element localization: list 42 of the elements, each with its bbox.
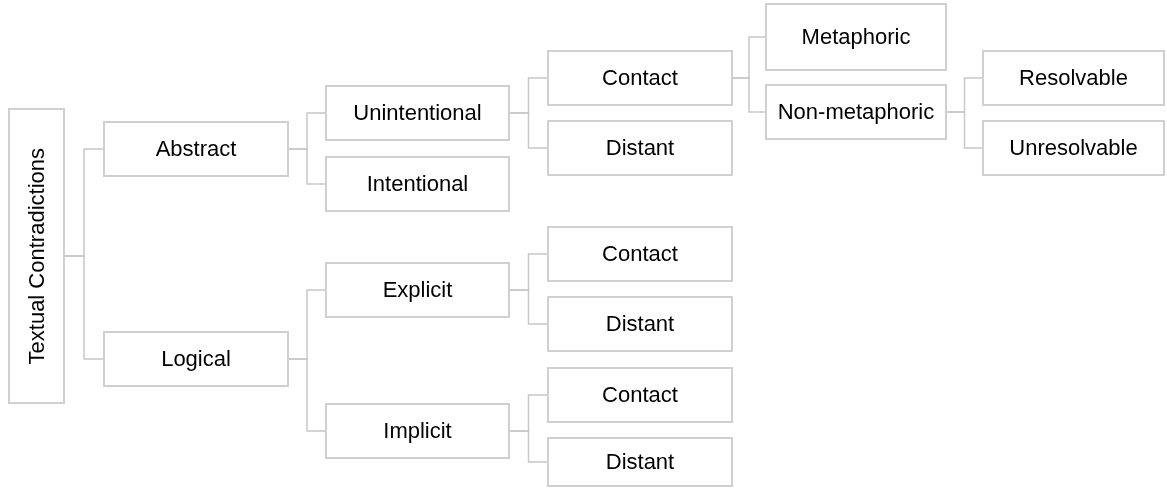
category-box	[547, 120, 733, 176]
category-box	[325, 262, 510, 318]
category-box	[325, 85, 510, 141]
category-box	[547, 50, 733, 106]
category-label: Distant	[605, 311, 675, 337]
category-box	[103, 121, 289, 177]
category-label: Intentional	[366, 171, 469, 197]
category-label: Distant	[605, 135, 675, 161]
category-label: Implicit	[383, 418, 452, 444]
category-label: Unresolvable	[1009, 135, 1138, 161]
category-label: Abstract	[155, 136, 237, 162]
category-box	[325, 156, 510, 212]
category-label: Textual Contradictions	[23, 147, 50, 365]
category-label: Contact	[602, 241, 678, 267]
category-box	[547, 367, 733, 423]
category-box	[765, 84, 947, 140]
category-box	[547, 437, 733, 487]
category-label: Explicit	[382, 277, 453, 303]
connector-line	[509, 430, 548, 463]
connector-line	[509, 289, 548, 325]
category-label: Contact	[602, 65, 678, 91]
category-label: Distant	[605, 449, 675, 475]
category-box	[765, 3, 947, 71]
category-label: Contact	[602, 382, 678, 408]
category-box	[325, 403, 510, 459]
category-label: Resolvable	[1019, 65, 1128, 91]
category-box	[982, 50, 1165, 106]
connector-line	[946, 111, 983, 149]
category-box	[103, 331, 289, 387]
category-label: Metaphoric	[801, 24, 911, 50]
category-box	[547, 296, 733, 352]
category-box	[982, 120, 1165, 176]
connector-line	[64, 255, 104, 360]
connector-line	[288, 358, 326, 432]
category-label: Non-metaphoric	[777, 99, 935, 125]
category-label: Logical	[161, 346, 231, 372]
category-box	[547, 226, 733, 282]
category-label: Unintentional	[353, 100, 482, 126]
connector-line	[509, 112, 548, 149]
connector-line	[732, 77, 766, 113]
category-box	[8, 108, 65, 404]
connector-line	[288, 148, 326, 185]
